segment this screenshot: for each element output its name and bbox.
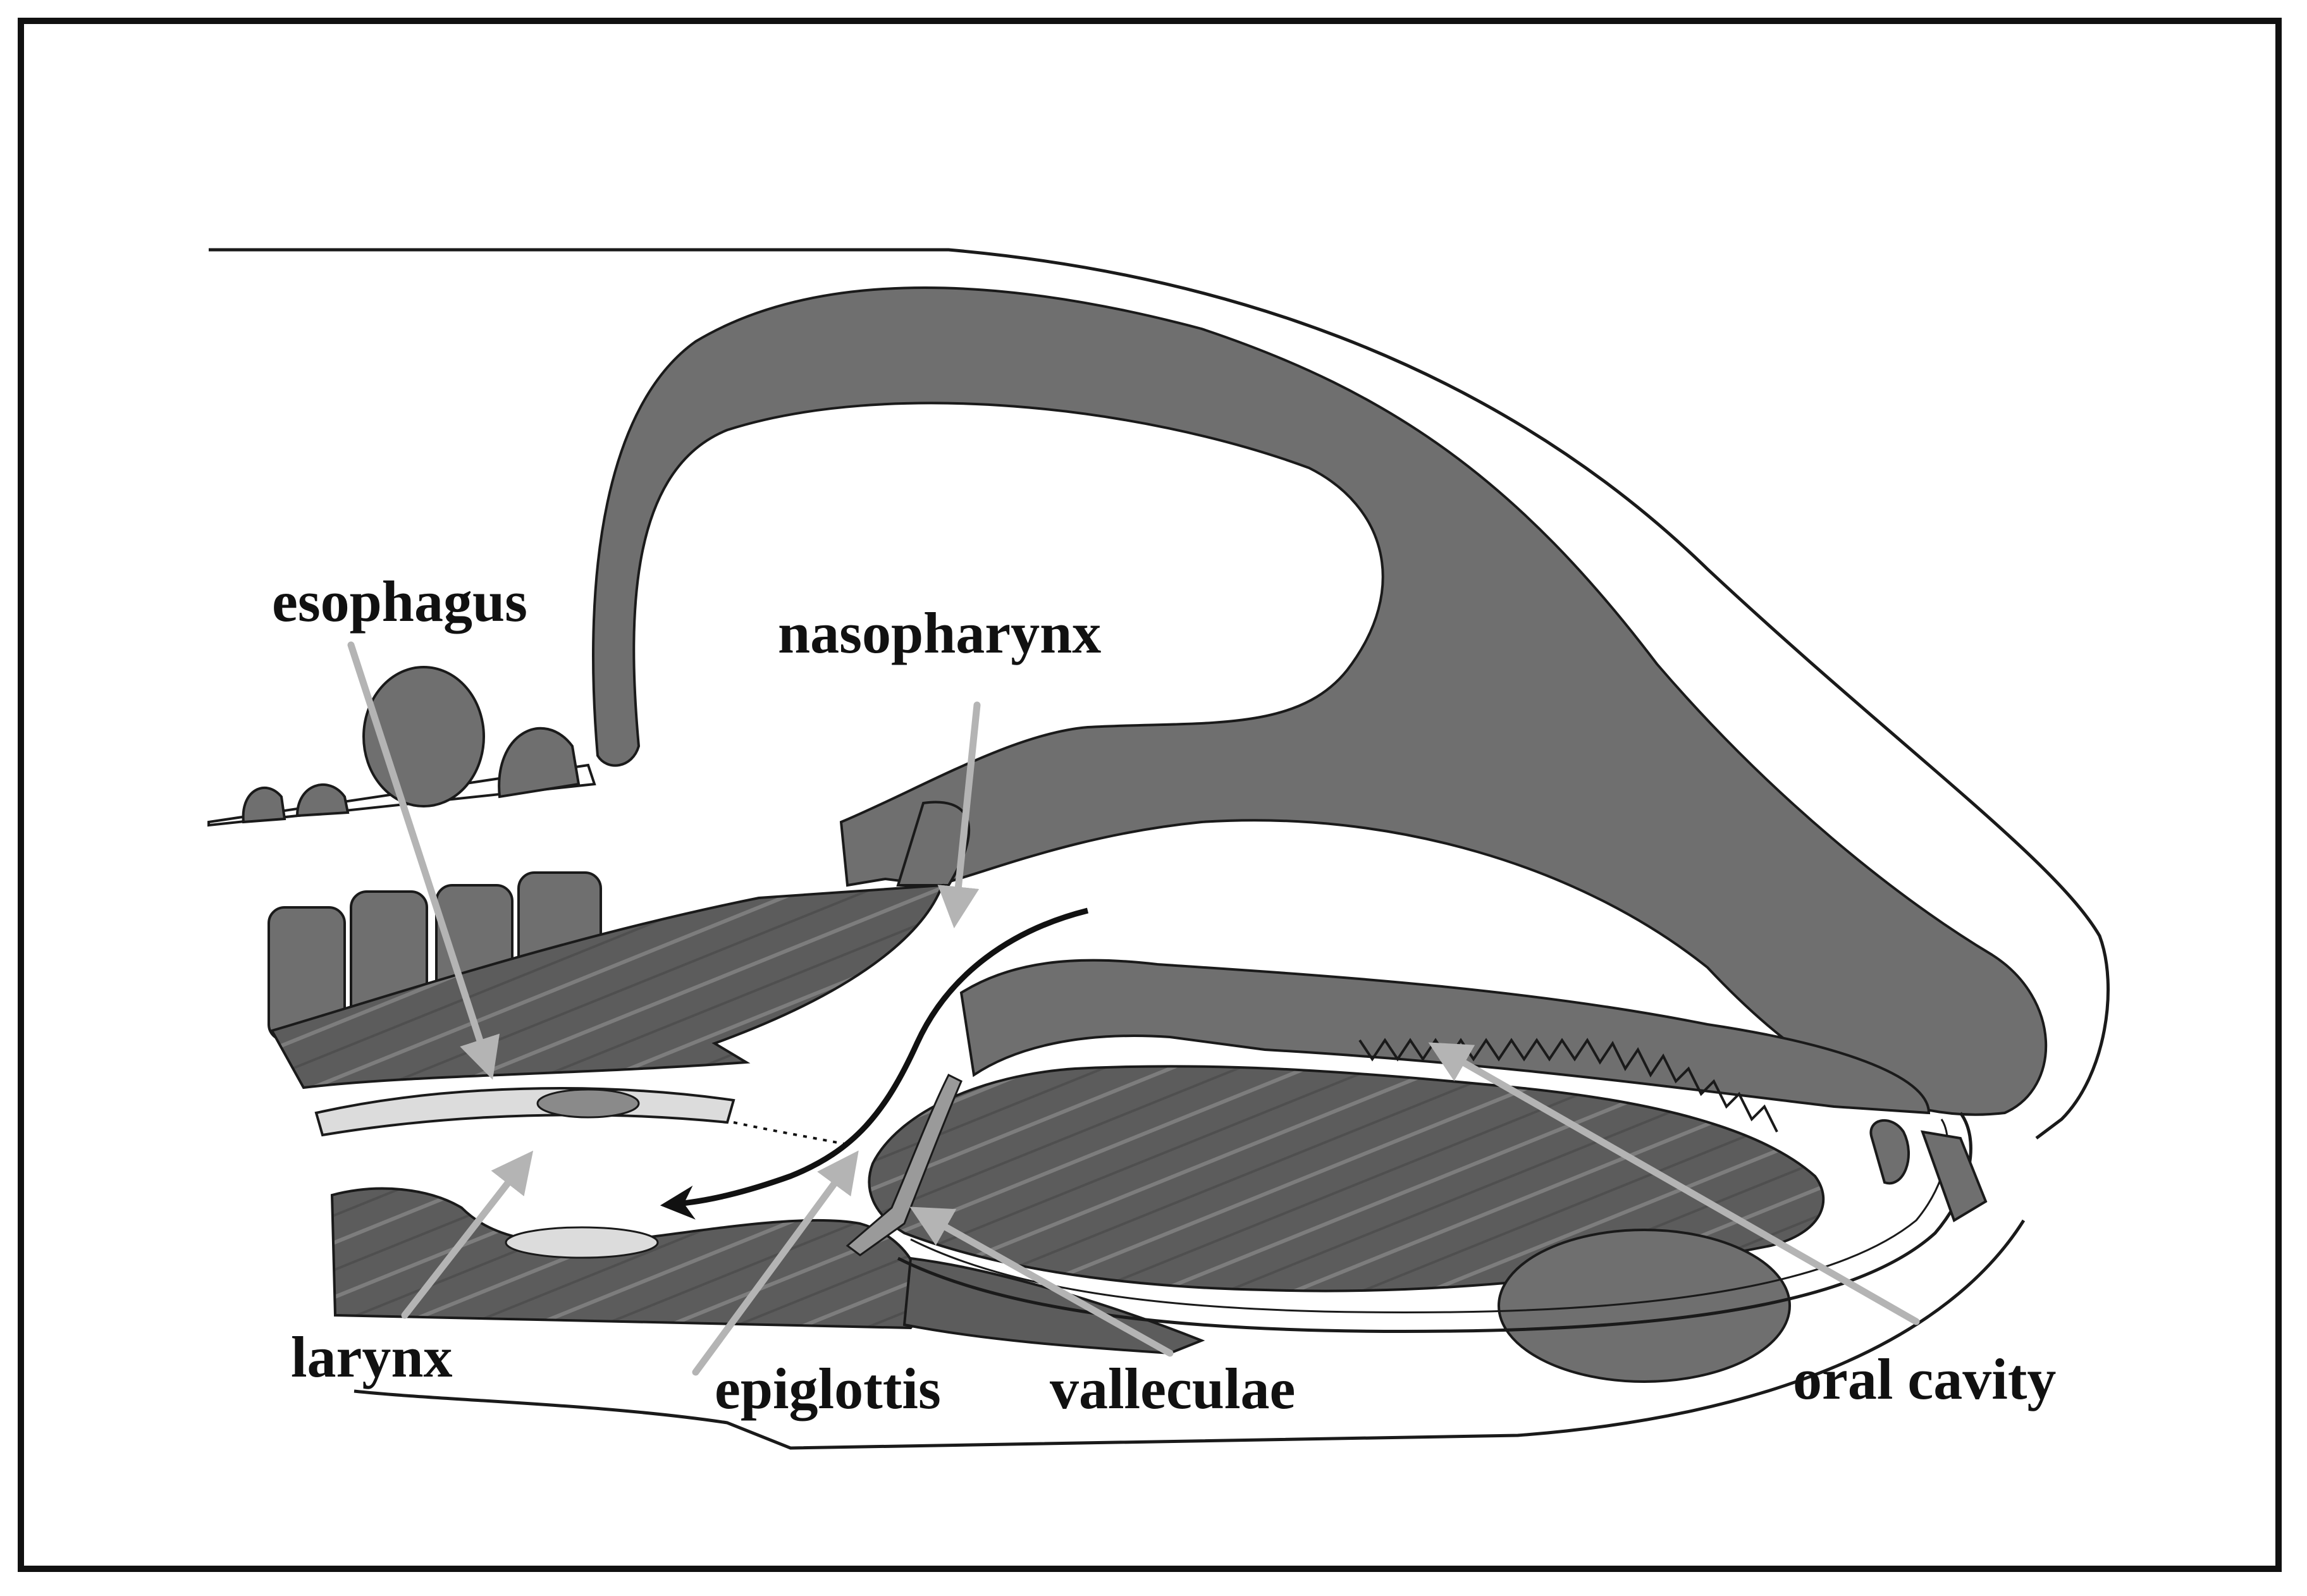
incisors — [1869, 1119, 1988, 1222]
pointer-larynx — [401, 1150, 534, 1319]
pointer-valleculae — [909, 1206, 1174, 1357]
nasal-mass — [896, 801, 971, 887]
airflow-arrow — [660, 907, 1089, 1220]
cervical-vertebrae — [207, 666, 596, 827]
palate — [959, 959, 1931, 1115]
label-nasopharynx: nasopharynx — [778, 601, 1102, 665]
label-pointers — [347, 641, 1920, 1376]
vocal-fold — [505, 1226, 659, 1259]
skull-vault — [592, 286, 2048, 1116]
airway-dotted — [733, 1121, 848, 1146]
mandible-inner — [910, 1119, 1949, 1314]
pointer-esophagus — [347, 641, 500, 1080]
label-epiglottis: epiglottis — [715, 1356, 941, 1421]
label-larynx: larynx — [291, 1325, 453, 1389]
head-outline — [209, 248, 2110, 1450]
tongue — [868, 1065, 1825, 1292]
pointer-oral-cavity — [1428, 1042, 1920, 1325]
larynx-base — [330, 1187, 923, 1330]
submandibular-muscle — [1498, 1229, 1791, 1383]
pointer-nasopharynx — [937, 701, 981, 929]
label-valleculae: valleculae — [1050, 1356, 1296, 1421]
epiglottis-structure — [846, 1073, 963, 1256]
label-esophagus: esophagus — [272, 569, 527, 634]
esophagus-tube — [314, 1087, 735, 1137]
label-oral-cavity: oral cavity — [1793, 1347, 2057, 1411]
pointer-epiglottis — [692, 1150, 859, 1376]
